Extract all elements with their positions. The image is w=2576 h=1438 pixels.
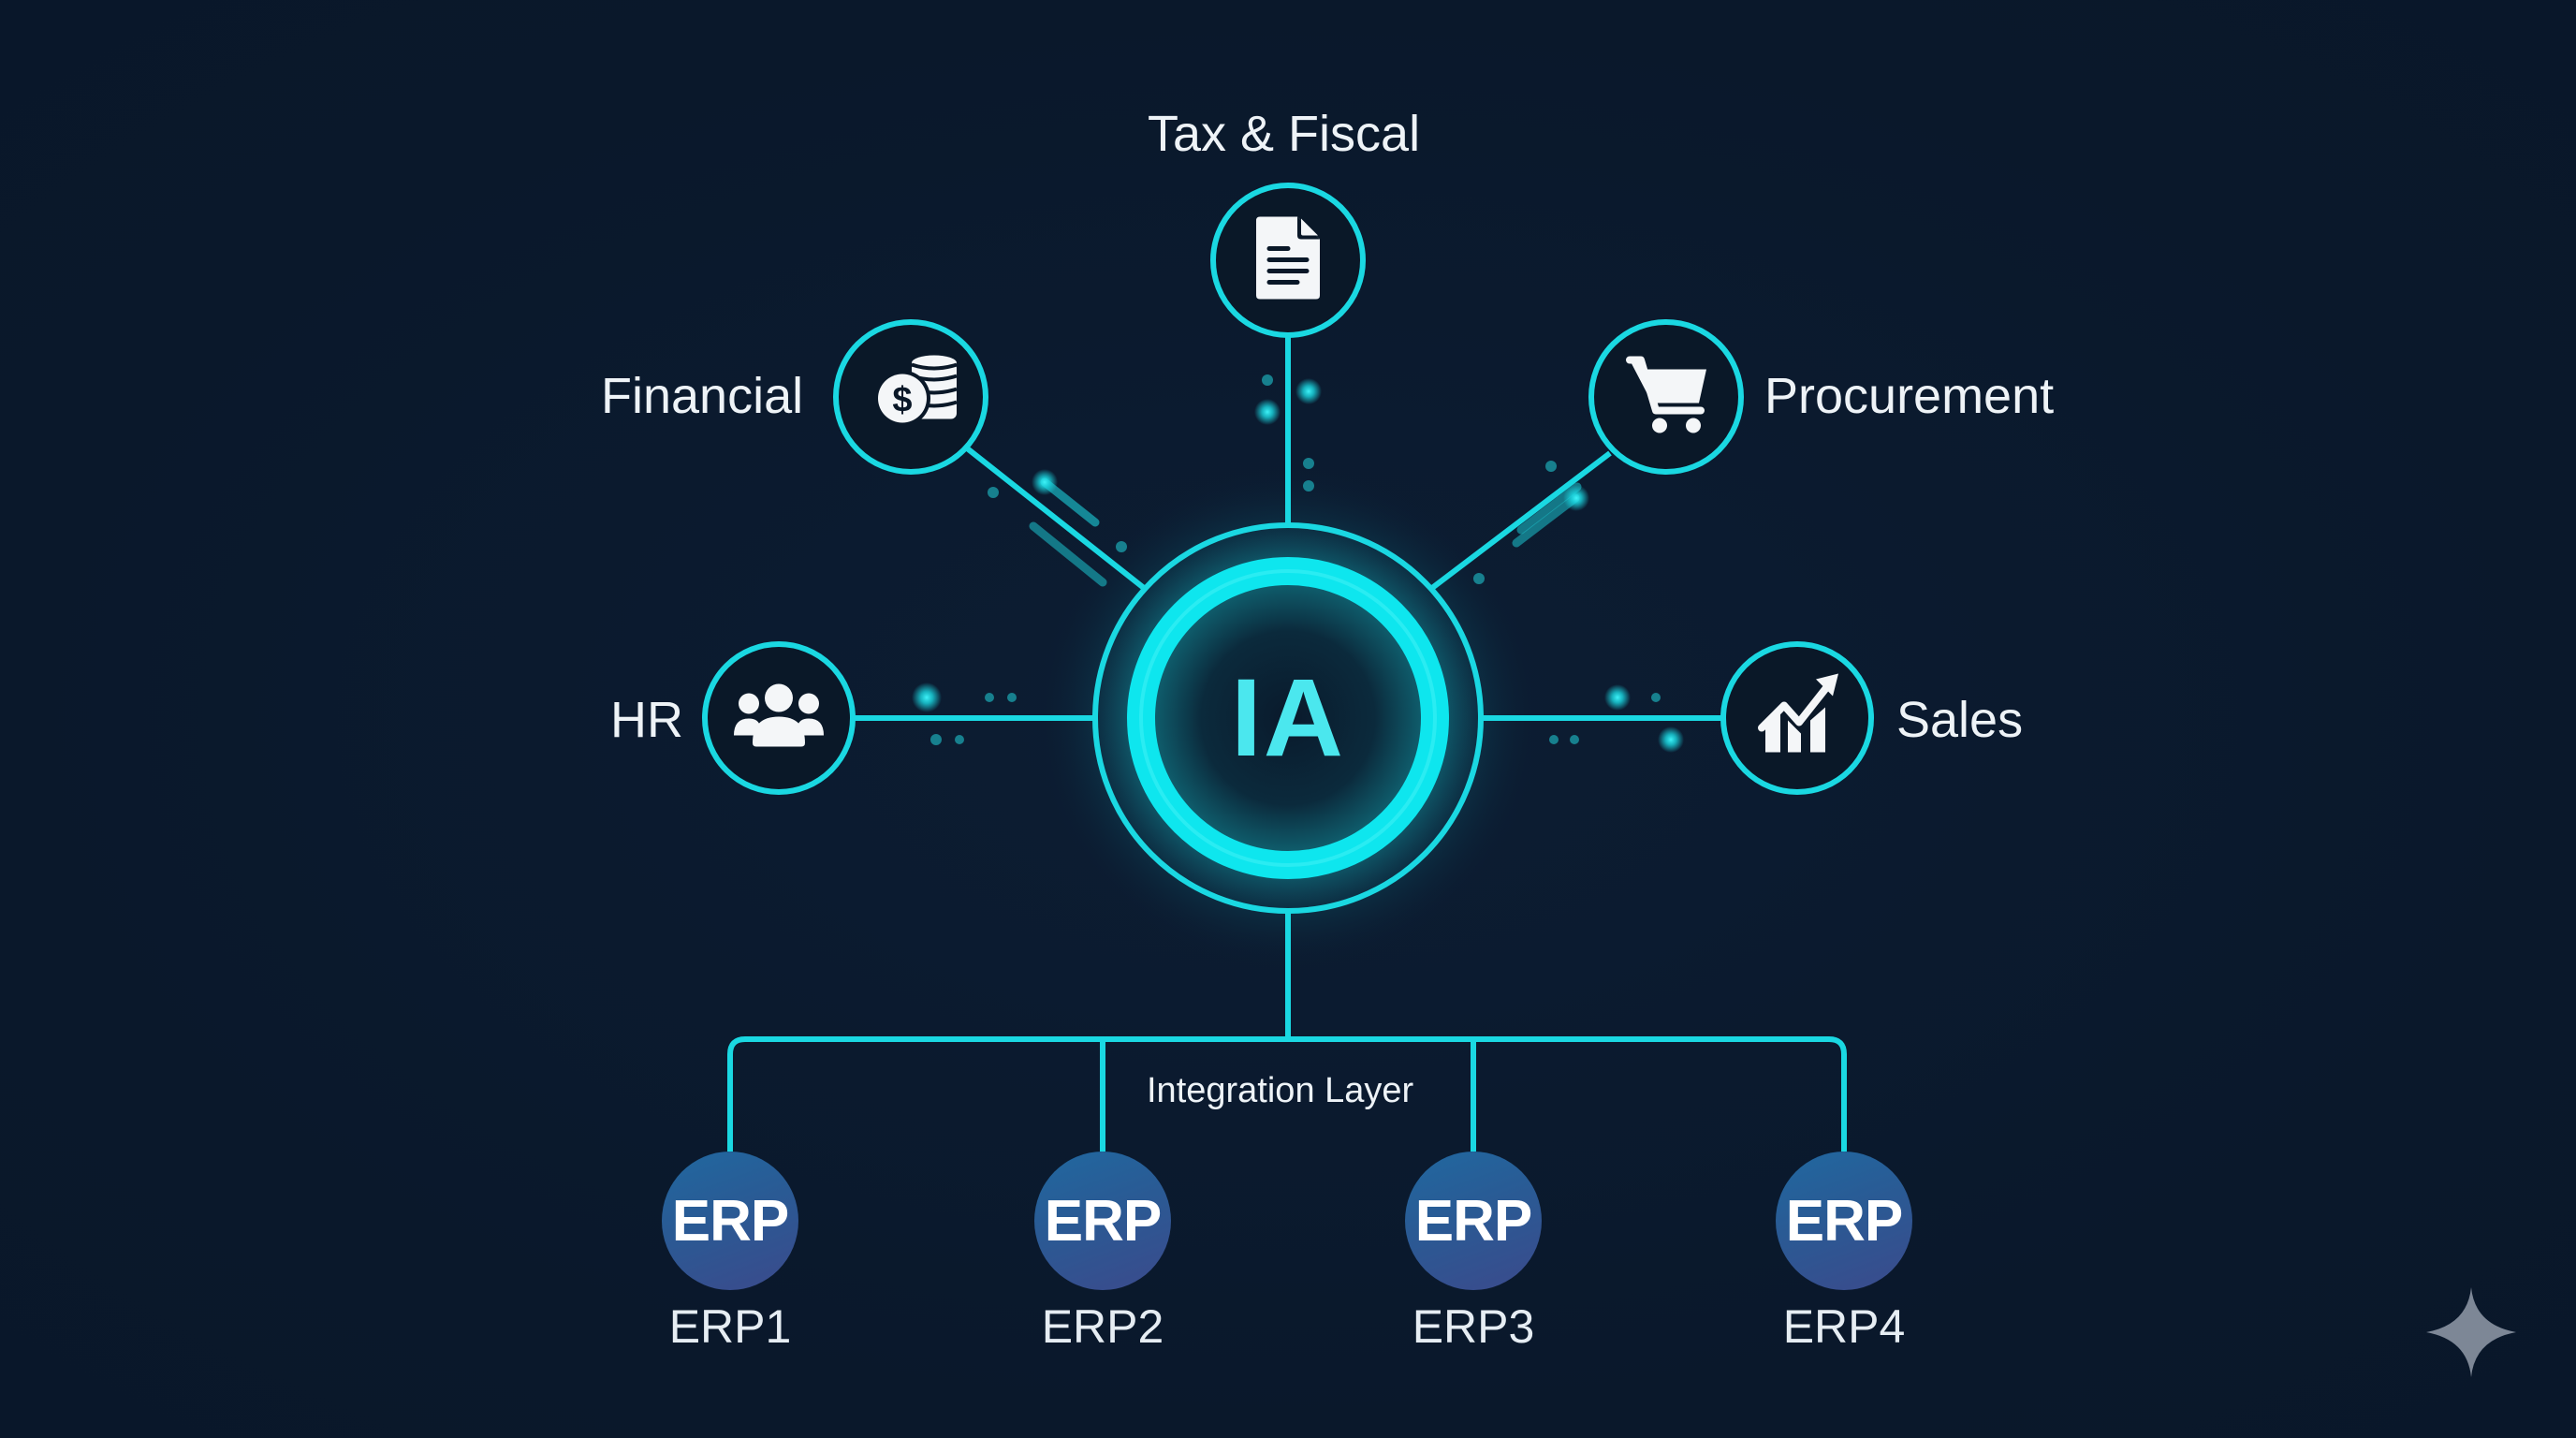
- shopping-cart-icon[interactable]: [1626, 355, 1710, 440]
- module-label-hr: HR: [610, 692, 683, 748]
- erp-label-2: ERP2: [1041, 1300, 1164, 1353]
- erp-node-1[interactable]: ERP: [662, 1152, 798, 1290]
- chart-growth-icon[interactable]: [1758, 673, 1840, 759]
- erp-node-2[interactable]: ERP: [1034, 1152, 1171, 1290]
- document-icon[interactable]: [1254, 215, 1322, 306]
- integration-layer-label: Integration Layer: [1147, 1071, 1414, 1110]
- people-group-icon[interactable]: [732, 683, 826, 754]
- svg-text:$: $: [892, 381, 912, 420]
- module-label-sales: Sales: [1896, 692, 2024, 748]
- erp-badge-text: ERP: [1414, 1188, 1532, 1254]
- coins-dollar-icon[interactable]: $: [871, 354, 960, 437]
- erp-label-1: ERP1: [668, 1300, 792, 1353]
- erp-label-4: ERP4: [1782, 1300, 1906, 1353]
- erp-badge-text: ERP: [1044, 1188, 1162, 1254]
- erp-node-3[interactable]: ERP: [1405, 1152, 1542, 1290]
- erp-badge-text: ERP: [671, 1188, 789, 1254]
- module-label-financial: Financial: [601, 368, 804, 424]
- ia-core-label: IA: [1231, 656, 1345, 780]
- module-label-procurement: Procurement: [1764, 368, 2055, 424]
- erp-node-4[interactable]: ERP: [1776, 1152, 1912, 1290]
- module-label-tax: Tax & Fiscal: [1148, 106, 1421, 162]
- erp-badge-text: ERP: [1785, 1188, 1903, 1254]
- sparkle-icon: [2426, 1287, 2516, 1377]
- erp-label-3: ERP3: [1412, 1300, 1535, 1353]
